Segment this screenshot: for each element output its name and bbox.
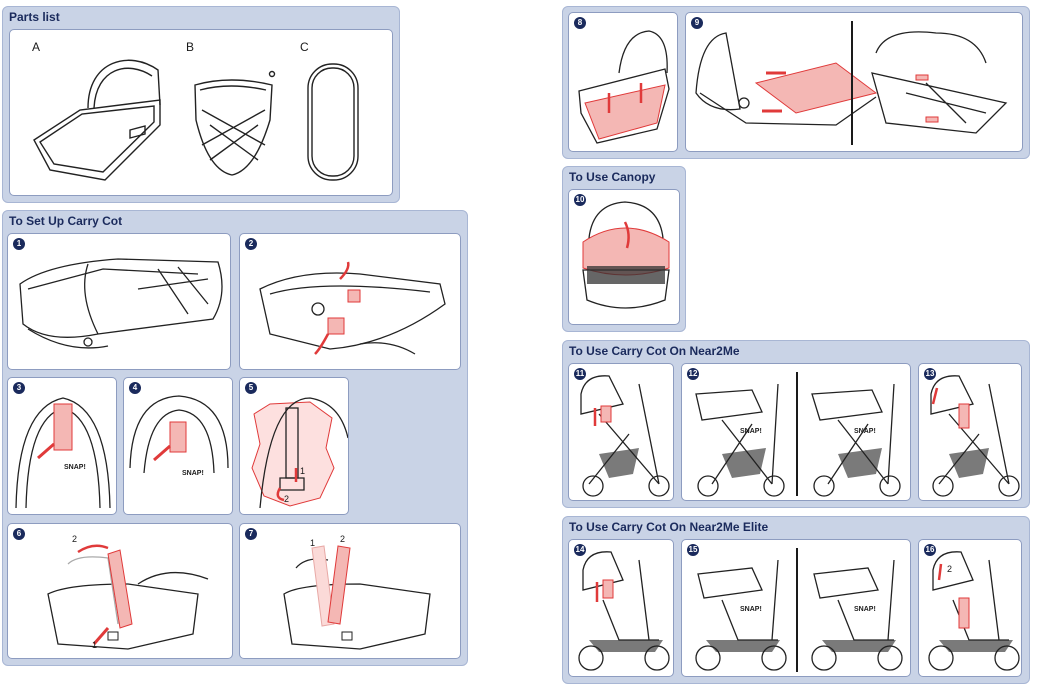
step-16: 16 2 bbox=[918, 539, 1022, 677]
step-12: 12 SNAP! SNAP! bbox=[681, 363, 911, 501]
step-number: 16 bbox=[924, 544, 936, 556]
parts-list-illustration: A B C bbox=[9, 29, 393, 196]
step-16-drawing bbox=[928, 551, 1020, 671]
parts-list-title: Parts list bbox=[9, 10, 60, 24]
step-number: 1 bbox=[13, 238, 25, 250]
setup-step-1: 1 bbox=[7, 233, 231, 370]
step-number: 9 bbox=[691, 17, 703, 29]
divider bbox=[851, 21, 853, 145]
step-number: 5 bbox=[245, 382, 257, 394]
step-number: 7 bbox=[245, 528, 257, 540]
snap-label: SNAP! bbox=[854, 428, 876, 435]
sub-number: 2 bbox=[72, 534, 78, 544]
part-label-b: B bbox=[186, 40, 195, 54]
step-11-drawing bbox=[580, 375, 670, 497]
step-11: 11 bbox=[568, 363, 674, 501]
sub-number: 1 bbox=[310, 538, 316, 548]
step-number: 8 bbox=[574, 17, 586, 29]
step-8: 8 bbox=[568, 12, 678, 152]
divider bbox=[796, 548, 798, 672]
step-14-drawing bbox=[578, 551, 670, 671]
near2me-panel: To Use Carry Cot On Near2Me 11 12 bbox=[562, 340, 1030, 508]
step-1-drawing bbox=[19, 258, 223, 349]
step-number: 6 bbox=[13, 528, 25, 540]
near2me-title: To Use Carry Cot On Near2Me bbox=[569, 344, 740, 358]
step-number: 13 bbox=[924, 368, 936, 380]
step-12-drawing bbox=[695, 383, 901, 497]
sub-number: 2 bbox=[340, 534, 346, 544]
part-label-c: C bbox=[300, 40, 309, 54]
setup-title: To Set Up Carry Cot bbox=[9, 214, 123, 228]
step-3-drawing bbox=[15, 397, 111, 509]
step-14: 14 bbox=[568, 539, 674, 677]
canopy-panel: To Use Canopy 10 bbox=[562, 166, 686, 332]
canopy-title: To Use Canopy bbox=[569, 170, 656, 184]
step-number: 12 bbox=[687, 368, 699, 380]
right-top-panel: 8 9 bbox=[562, 6, 1030, 159]
step-15: 15 SNAP! SNAP! bbox=[681, 539, 911, 677]
step-number: 15 bbox=[687, 544, 699, 556]
step-number: 14 bbox=[574, 544, 586, 556]
setup-step-7: 7 1 2 bbox=[239, 523, 461, 659]
parts-list-panel: Parts list A B C bbox=[2, 6, 400, 203]
step-10-drawing bbox=[582, 201, 670, 309]
step-number: 2 bbox=[245, 238, 257, 250]
step-2-drawing bbox=[259, 261, 446, 355]
setup-step-5: 5 1 2 bbox=[239, 377, 349, 515]
setup-panel: To Set Up Carry Cot 1 2 bbox=[2, 210, 468, 666]
sub-number: 2 bbox=[284, 494, 290, 504]
setup-step-4: 4 SNAP! bbox=[123, 377, 233, 515]
sub-number: 2 bbox=[947, 564, 953, 574]
step-7-drawing bbox=[283, 545, 431, 650]
step-number: 10 bbox=[574, 194, 586, 206]
snap-label: SNAP! bbox=[64, 464, 86, 471]
step-9: 9 bbox=[685, 12, 1023, 152]
sub-number: 1 bbox=[300, 466, 306, 476]
divider bbox=[796, 372, 798, 496]
snap-label: SNAP! bbox=[182, 470, 204, 477]
step-5-drawing bbox=[251, 397, 348, 509]
elite-panel: To Use Carry Cot On Near2Me Elite 14 15 bbox=[562, 516, 1030, 684]
step-15-drawing bbox=[695, 559, 903, 671]
step-6-drawing bbox=[47, 544, 209, 650]
snap-label: SNAP! bbox=[740, 606, 762, 613]
snap-label: SNAP! bbox=[854, 606, 876, 613]
step-13: 13 bbox=[918, 363, 1022, 501]
sub-number: 1 bbox=[92, 640, 98, 650]
parts-drawing bbox=[33, 59, 359, 181]
part-label-a: A bbox=[32, 40, 41, 54]
snap-label: SNAP! bbox=[740, 428, 762, 435]
step-number: 4 bbox=[129, 382, 141, 394]
step-13-drawing bbox=[930, 375, 1020, 497]
elite-title: To Use Carry Cot On Near2Me Elite bbox=[569, 520, 769, 534]
setup-step-3: 3 SNAP! bbox=[7, 377, 117, 515]
step-10: 10 bbox=[568, 189, 680, 325]
setup-step-2: 2 bbox=[239, 233, 461, 370]
step-8-drawing bbox=[578, 30, 670, 144]
step-number: 3 bbox=[13, 382, 25, 394]
step-number: 11 bbox=[574, 368, 586, 380]
setup-step-6: 6 2 1 bbox=[7, 523, 233, 659]
step-9-drawing bbox=[695, 31, 1008, 134]
step-4-drawing bbox=[129, 395, 229, 474]
